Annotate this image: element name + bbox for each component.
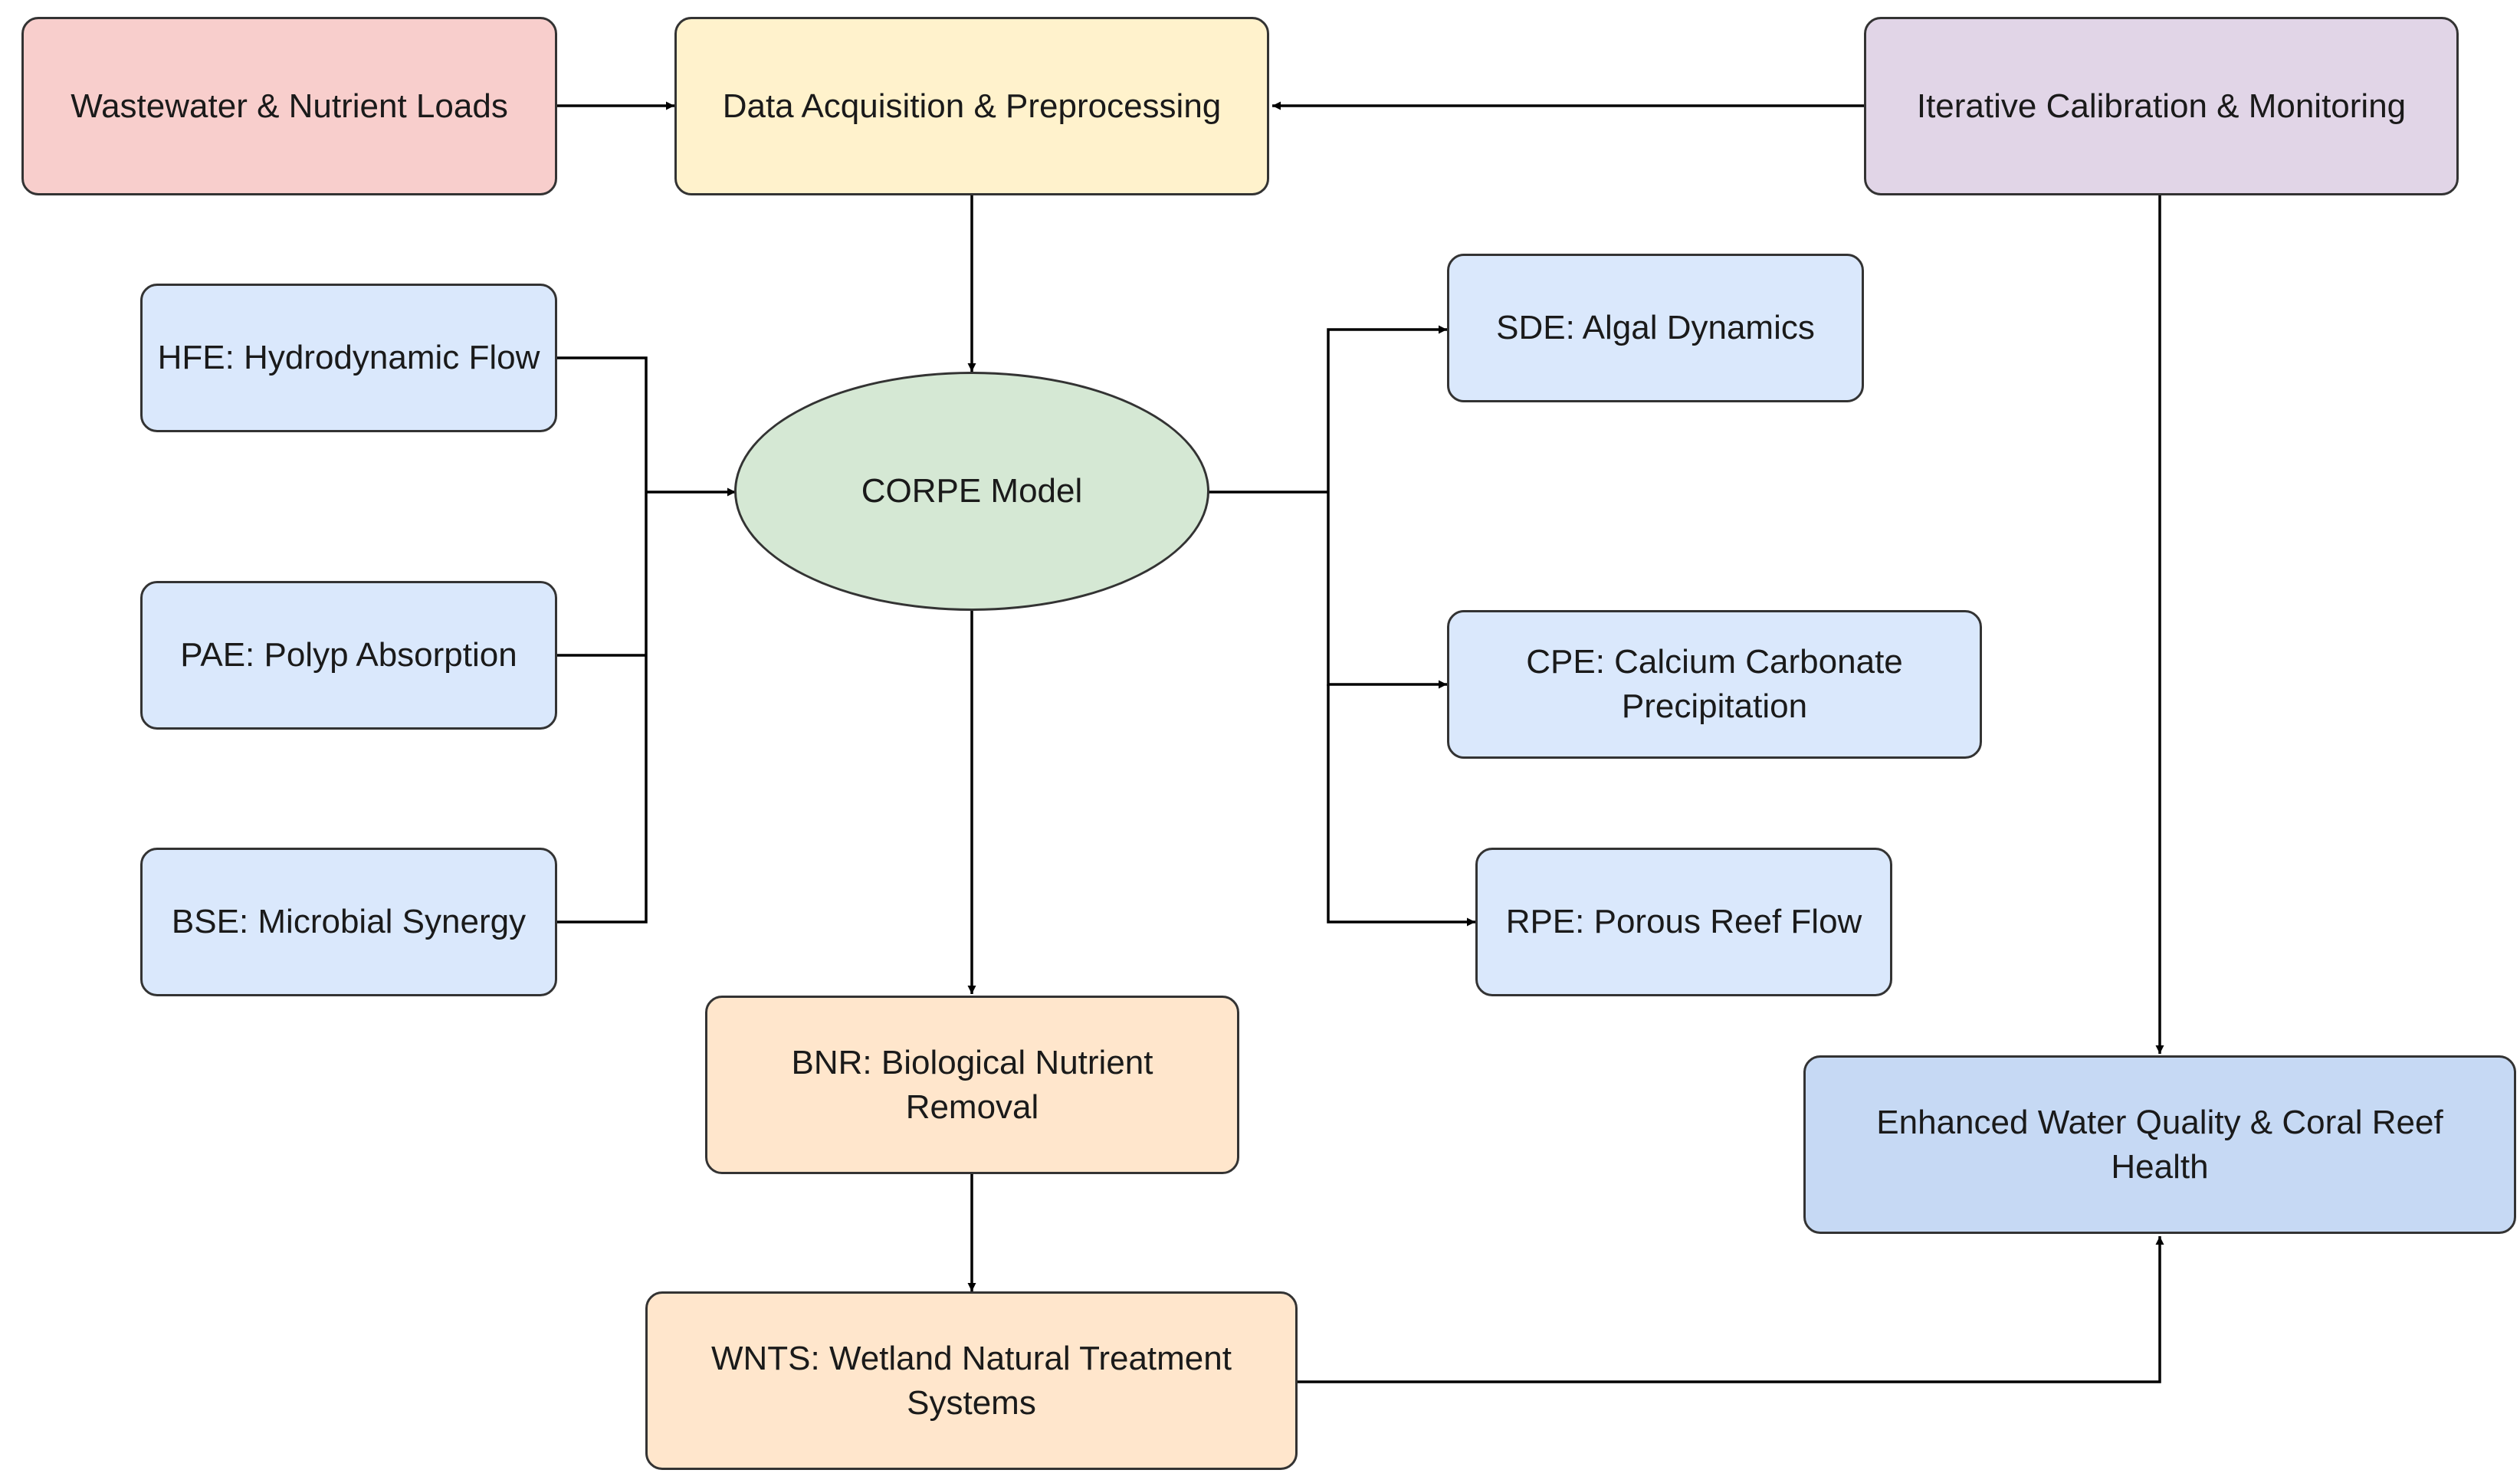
node-wnts-wetland-natural-treatment-systems: WNTS: Wetland Natural Treatment Systems (645, 1291, 1298, 1470)
node-sde-algal-dynamics: SDE: Algal Dynamics (1447, 254, 1864, 402)
node-enhanced-water-quality-coral-reef-health: Enhanced Water Quality & Coral Reef Heal… (1803, 1055, 2516, 1234)
node-hfe-hydrodynamic-flow: HFE: Hydrodynamic Flow (140, 284, 557, 432)
edge-corpe-to-sde (1327, 325, 1447, 492)
node-data-acquisition-preprocessing: Data Acquisition & Preprocessing (674, 17, 1269, 195)
edge-wnts-to-outcome (1298, 1236, 2164, 1383)
edge-hfe-connector (557, 356, 648, 924)
edge-corpe-to-cpe (1327, 492, 1447, 689)
node-corpe-model: CORPE Model (734, 372, 1209, 611)
node-wastewater-nutrient-loads: Wastewater & Nutrient Loads (21, 17, 557, 195)
edge-corpe-to-rpe (1327, 684, 1475, 927)
node-cpe-calcium-carbonate-precipitation: CPE: Calcium Carbonate Precipitation (1447, 610, 1982, 759)
node-pae-polyp-absorption: PAE: Polyp Absorption (140, 581, 557, 730)
node-iterative-calibration-monitoring: Iterative Calibration & Monitoring (1864, 17, 2459, 195)
node-bse-microbial-synergy: BSE: Microbial Synergy (140, 848, 557, 996)
node-rpe-porous-reef-flow: RPE: Porous Reef Flow (1475, 848, 1892, 996)
node-bnr-biological-nutrient-removal: BNR: Biological Nutrient Removal (705, 996, 1239, 1174)
